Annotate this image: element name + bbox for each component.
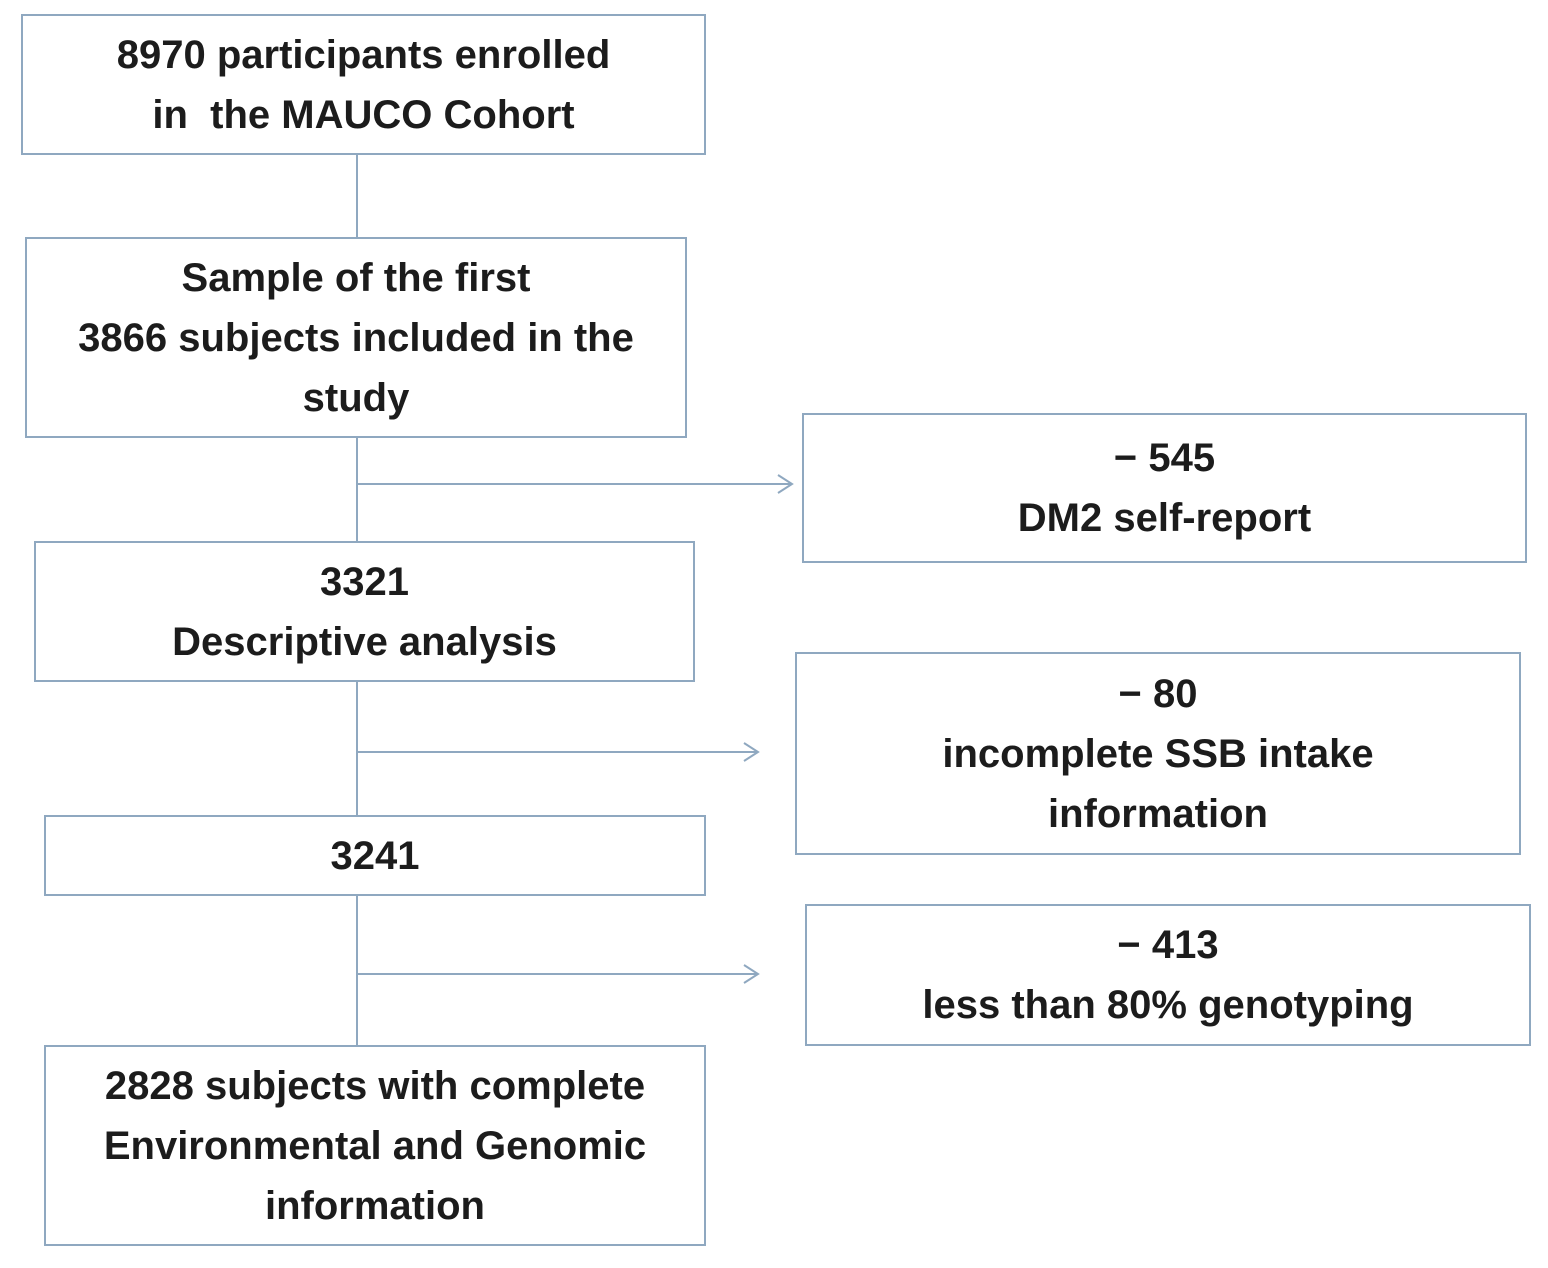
box-exclusion-ssb-line-1: − 80 bbox=[1118, 671, 1198, 716]
box-descriptive-line-2: Descriptive analysis bbox=[172, 619, 557, 664]
arrowhead-ssb bbox=[743, 742, 760, 762]
box-exclusion-dm2-line-2: DM2 self-report bbox=[1017, 496, 1312, 540]
box-sample: Sample of the first 3866 subjects includ… bbox=[25, 237, 687, 438]
box-final-line-2: Environmental and Genomic bbox=[103, 1123, 647, 1168]
box-exclusion-dm2-line-1: − 545 bbox=[1113, 436, 1216, 480]
box-exclusion-ssb-line-2: incomplete SSB intake bbox=[942, 731, 1374, 776]
box-enrolled-line-2: in the MAUCO Cohort bbox=[152, 92, 575, 137]
box-descriptive-line-1: 3321 bbox=[320, 559, 409, 604]
arrowhead-genotyping bbox=[743, 964, 760, 984]
box-final-line-3: information bbox=[265, 1183, 485, 1228]
box-exclusion-ssb: − 80 incomplete SSB intake information bbox=[795, 652, 1521, 855]
box-sample-line-1: Sample of the first bbox=[181, 255, 531, 300]
box-exclusion-genotyping: − 413 less than 80% genotyping bbox=[805, 904, 1531, 1046]
box-exclusion-dm2: − 545 DM2 self-report bbox=[802, 413, 1527, 563]
arrowhead-dm2 bbox=[777, 474, 794, 494]
box-exclusion-genotyping-line-1: − 413 bbox=[1117, 923, 1219, 967]
box-enrolled-line-1: 8970 participants enrolled bbox=[116, 32, 611, 77]
box-sample-line-2: 3866 subjects included in the bbox=[78, 315, 634, 360]
box-enrolled: 8970 participants enrolled in the MAUCO … bbox=[21, 14, 706, 155]
box-final: 2828 subjects with complete Environmenta… bbox=[44, 1045, 706, 1246]
box-3241-line-1: 3241 bbox=[330, 833, 420, 878]
box-final-line-1: 2828 subjects with complete bbox=[104, 1063, 646, 1108]
box-3241: 3241 bbox=[44, 815, 706, 896]
box-exclusion-ssb-line-3: information bbox=[1048, 791, 1268, 836]
box-sample-line-3: study bbox=[302, 375, 410, 420]
box-exclusion-genotyping-line-2: less than 80% genotyping bbox=[922, 983, 1414, 1027]
box-descriptive: 3321 Descriptive analysis bbox=[34, 541, 695, 682]
